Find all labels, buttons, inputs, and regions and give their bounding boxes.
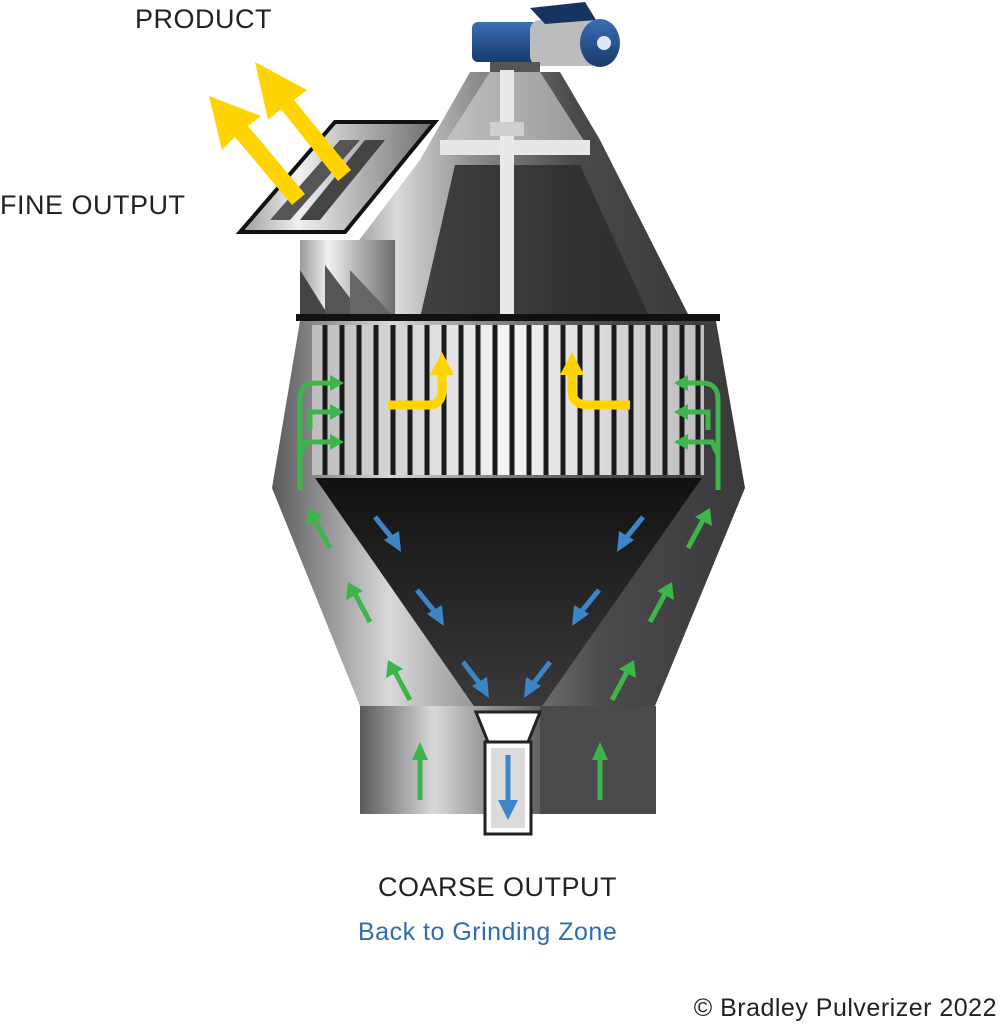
air-flow-arrowheads — [306, 375, 712, 760]
coarse-output-label: COARSE OUTPUT — [378, 872, 618, 902]
copyright-notice: © Bradley Pulverizer 2022 — [693, 994, 997, 1022]
fine-flow-arrowheads — [430, 352, 584, 375]
product-label: PRODUCT — [135, 4, 272, 34]
rotor-cage — [312, 325, 704, 475]
coarse-flow-arrowheads — [384, 531, 634, 820]
motor-icon — [472, 2, 620, 72]
fine-output-label: FINE OUTPUT — [0, 190, 186, 220]
coarse-output-subtitle: Back to Grinding Zone — [358, 918, 618, 946]
fine-flow-arrows — [388, 372, 630, 410]
product-arrows — [209, 62, 351, 205]
air-flow-arrows — [297, 380, 721, 800]
coarse-flow-arrows — [373, 515, 645, 802]
